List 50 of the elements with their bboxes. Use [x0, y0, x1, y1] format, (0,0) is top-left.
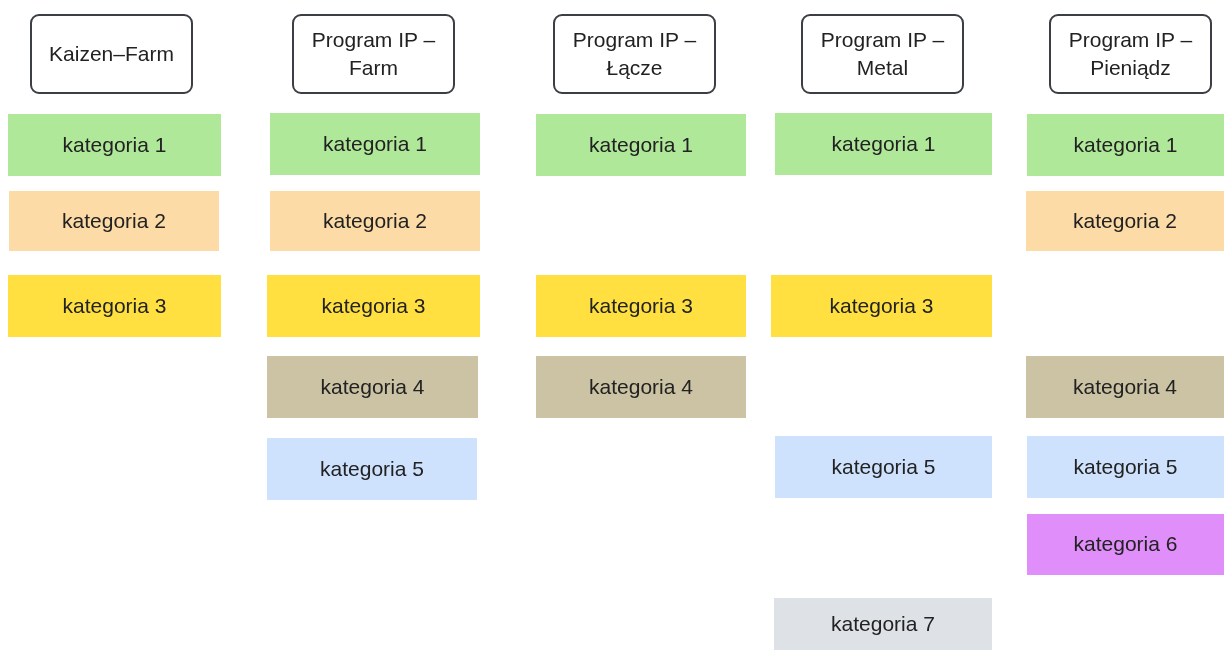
- category-box: [1027, 514, 1224, 575]
- category-label: kategoria 3: [829, 292, 934, 319]
- category-box: [270, 113, 480, 175]
- header-box: [292, 14, 455, 94]
- category-box: [1026, 356, 1224, 418]
- category-label: kategoria 4: [1073, 373, 1177, 400]
- header-text: Program IP – Łącze: [571, 26, 698, 81]
- category-box: [1027, 436, 1224, 498]
- header-text: Kaizen–Farm: [49, 40, 174, 67]
- category-box: [8, 114, 221, 176]
- category-label: kategoria 4: [320, 373, 425, 400]
- category-label: kategoria 7: [831, 610, 935, 637]
- category-label: kategoria 4: [589, 373, 693, 400]
- category-box: [267, 356, 478, 418]
- category-box: [536, 356, 746, 418]
- category-box: [1027, 114, 1224, 176]
- category-label: kategoria 1: [62, 131, 167, 158]
- category-label: kategoria 2: [1073, 207, 1177, 234]
- category-label: kategoria 5: [1073, 453, 1178, 480]
- category-box: [267, 275, 480, 337]
- category-label: kategoria 1: [589, 131, 693, 158]
- category-box: [775, 436, 992, 498]
- category-label: kategoria 3: [321, 292, 426, 319]
- header-box: [1049, 14, 1212, 94]
- category-label: kategoria 2: [323, 207, 427, 234]
- category-box: [775, 113, 992, 175]
- header-box: [553, 14, 716, 94]
- category-box: [270, 191, 480, 251]
- header-box: [801, 14, 964, 94]
- category-label: kategoria 1: [323, 130, 427, 157]
- category-box: [1026, 191, 1224, 251]
- header-text: Program IP – Farm: [310, 26, 437, 81]
- category-label: kategoria 3: [589, 292, 693, 319]
- category-label: kategoria 1: [831, 130, 936, 157]
- category-label: kategoria 3: [62, 292, 167, 319]
- category-box: [536, 275, 746, 337]
- header-box: [30, 14, 193, 94]
- category-box: [771, 275, 992, 337]
- category-label: kategoria 1: [1073, 131, 1178, 158]
- header-text: Program IP – Pieniądz: [1067, 26, 1194, 81]
- category-label: kategoria 5: [320, 455, 424, 482]
- category-box: [9, 191, 219, 251]
- category-box: [536, 114, 746, 176]
- category-box: [267, 438, 477, 500]
- category-box: [774, 598, 992, 650]
- category-label: kategoria 6: [1073, 531, 1178, 558]
- header-text: Program IP – Metal: [819, 26, 946, 81]
- category-label: kategoria 2: [62, 207, 166, 234]
- category-box: [8, 275, 221, 337]
- category-label: kategoria 5: [831, 453, 936, 480]
